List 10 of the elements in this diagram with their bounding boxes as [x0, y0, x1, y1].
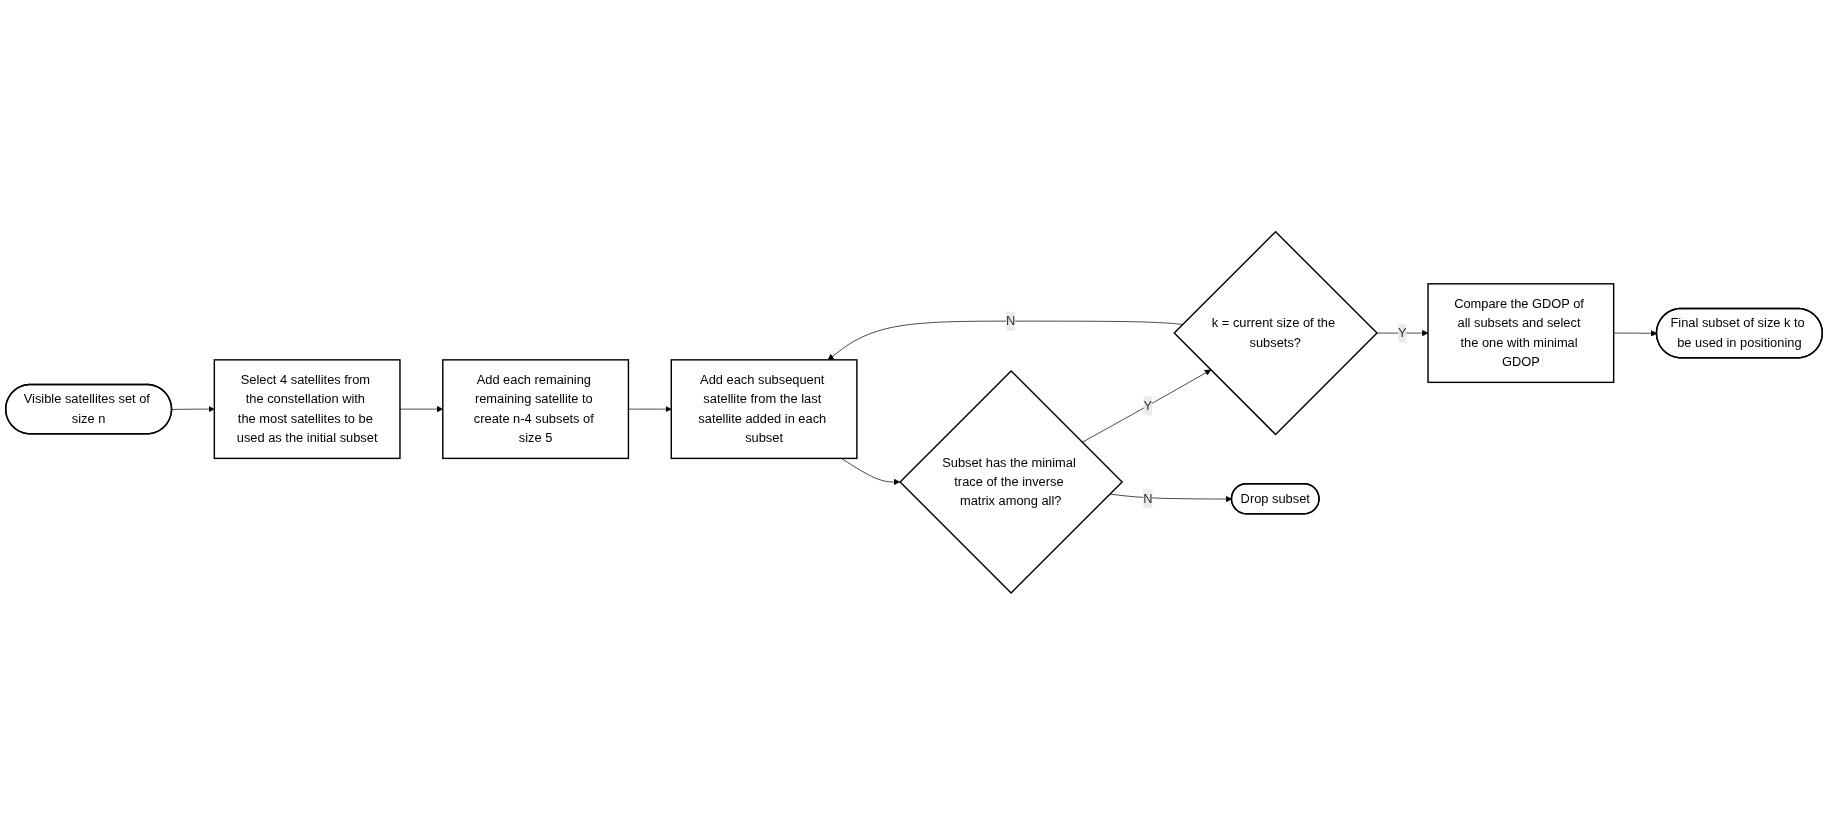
node-box: Add each remaining remaining satellite to create n-4 subsets of size 5	[442, 358, 630, 459]
node-diamond: Subset has the minimal trace of the inverse matrix among all?	[899, 369, 1124, 594]
node-box: Compare the GDOP of all subsets and select the one with minimal GDOP	[1427, 282, 1615, 383]
edge-label: N	[1006, 313, 1016, 328]
edge-label: N	[1143, 490, 1153, 506]
edge-label: Y	[1143, 398, 1153, 413]
node-diamond: k = current size of the subsets?	[1173, 230, 1378, 436]
node-box: Add each subsequent satellite from the last satellite added in each subset	[670, 358, 858, 459]
edge-label: Y	[1398, 325, 1407, 340]
node-box: Select 4 satellites from the constellation with the most satellites to be used as the initial subset	[213, 358, 401, 459]
